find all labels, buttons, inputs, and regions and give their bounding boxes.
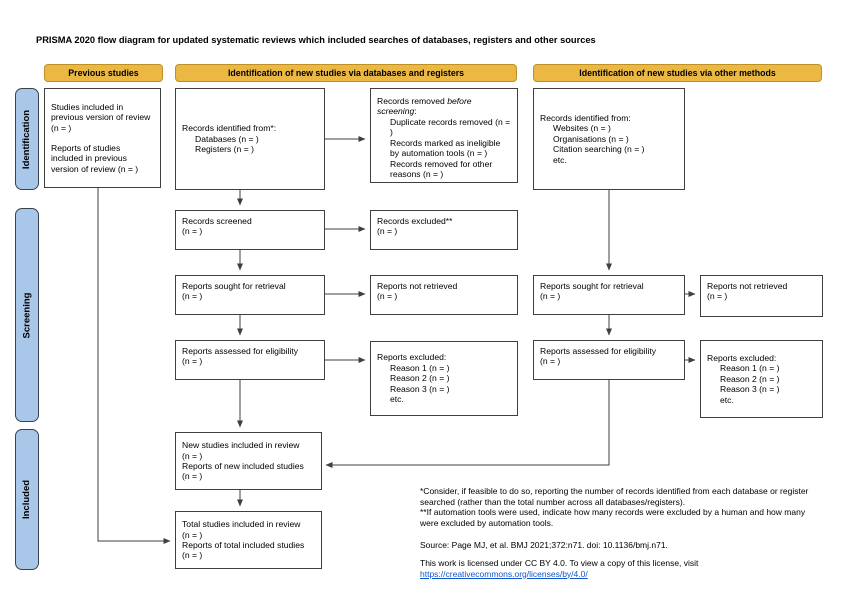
records-identified-other-item: Citation searching (n = ) [553, 144, 645, 155]
stage-label-identification: Identification [21, 109, 33, 169]
reports-sought-db-line1: Reports sought for retrieval [182, 281, 286, 291]
stage-bar-identification: Identification [15, 88, 39, 190]
records-identified-db-item: Registers (n = ) [195, 144, 254, 155]
previous-studies-text-1: Studies included in previous version of … [51, 101, 151, 133]
source-citation: Source: Page MJ, et al. BMJ 2021;372:n71… [420, 540, 668, 550]
arrow-previous-to-total [97, 188, 171, 544]
reports-excluded-db-item: Reason 2 (n = ) [390, 373, 450, 384]
arrow-other-assessed-to-new [325, 380, 610, 468]
spacer [51, 133, 154, 143]
reports-excluded-other-item: etc. [720, 394, 734, 405]
box-reports-not-retrieved-other: Reports not retrieved (n = ) [700, 275, 823, 317]
reports-assessed-db-line1: Reports assessed for eligibility [182, 346, 299, 356]
records-removed-item: Duplicate records removed (n = ) [390, 116, 511, 138]
box-reports-not-retrieved-db: Reports not retrieved (n = ) [370, 275, 518, 315]
reports-excluded-other-item: Reason 1 (n = ) [720, 363, 780, 374]
box-reports-sought-db: Reports sought for retrieval (n = ) [175, 275, 325, 315]
box-reports-sought-other: Reports sought for retrieval (n = ) [533, 275, 685, 315]
records-removed-title-post: : [414, 106, 417, 117]
reports-excluded-other-item: Reason 2 (n = ) [720, 373, 780, 384]
footnotes-block: *Consider, if feasible to do so, reporti… [420, 486, 825, 529]
header-databases-registers: Identification of new studies via databa… [175, 64, 517, 82]
box-records-identified-other: Records identified from: Websites (n = )… [533, 88, 685, 190]
reports-excluded-db-item: Reason 1 (n = ) [390, 362, 450, 373]
total-studies-line3: Reports of total included studies [182, 540, 305, 550]
previous-studies-text-2: Reports of studies included in previous … [51, 143, 139, 174]
box-records-removed: Records removed before screening: Duplic… [370, 88, 518, 183]
reports-sought-other-line2: (n = ) [540, 291, 561, 302]
reports-sought-db-line2: (n = ) [182, 291, 203, 302]
records-excluded-line2: (n = ) [377, 226, 398, 237]
box-reports-excluded-db: Reports excluded: Reason 1 (n = ) Reason… [370, 341, 518, 416]
records-screened-line1: Records screened [182, 216, 252, 226]
records-removed-item: Records marked as ineligible by automati… [390, 137, 501, 159]
reports-not-retrieved-other-line2: (n = ) [707, 291, 728, 302]
new-studies-line1: New studies included in review [182, 440, 300, 451]
header-other-methods: Identification of new studies via other … [533, 64, 822, 82]
new-studies-line4: (n = ) [182, 471, 203, 482]
box-records-screened: Records screened (n = ) [175, 210, 325, 250]
records-removed-title: Records removed before screening: [377, 96, 511, 117]
box-records-identified-db: Records identified from*: Databases (n =… [175, 88, 325, 190]
license-paragraph: This work is licensed under CC BY 4.0. T… [420, 558, 825, 579]
stage-bar-screening: Screening [15, 208, 39, 422]
records-identified-other-item: etc. [553, 154, 567, 165]
license-text: This work is licensed under CC BY 4.0. T… [420, 558, 699, 568]
total-studies-line2: (n = ) [182, 529, 203, 540]
reports-not-retrieved-db-line1: Reports not retrieved [377, 281, 458, 291]
stage-label-included: Included [21, 479, 33, 520]
reports-excluded-db-title: Reports excluded: [377, 352, 447, 363]
records-identified-db-item: Databases (n = ) [195, 133, 259, 144]
reports-assessed-other-line2: (n = ) [540, 356, 561, 367]
new-studies-line2: (n = ) [182, 450, 203, 461]
reports-excluded-db-item: etc. [390, 394, 404, 405]
reports-excluded-other-title: Reports excluded: [707, 352, 777, 363]
box-reports-assessed-other: Reports assessed for eligibility (n = ) [533, 340, 685, 380]
stage-label-screening: Screening [21, 292, 33, 338]
reports-excluded-db-item: Reason 3 (n = ) [390, 383, 450, 394]
records-identified-other-title: Records identified from: [540, 112, 631, 123]
license-link[interactable]: https://creativecommons.org/licenses/by/… [420, 568, 588, 579]
diagram-title: PRISMA 2020 flow diagram for updated sys… [36, 35, 596, 45]
total-studies-line4: (n = ) [182, 550, 203, 561]
records-removed-item: Records removed for other reasons (n = ) [390, 158, 493, 180]
box-previous-studies: Studies included in previous version of … [44, 88, 161, 188]
records-screened-line2: (n = ) [182, 226, 203, 237]
reports-assessed-other-line1: Reports assessed for eligibility [540, 346, 657, 356]
header-previous-studies: Previous studies [44, 64, 163, 82]
records-identified-other-item: Organisations (n = ) [553, 133, 629, 144]
records-identified-db-title: Records identified from*: [182, 123, 277, 134]
reports-not-retrieved-db-line2: (n = ) [377, 291, 398, 302]
footnote-asterisk: *Consider, if feasible to do so, reporti… [420, 486, 809, 507]
box-records-excluded: Records excluded** (n = ) [370, 210, 518, 250]
box-reports-excluded-other: Reports excluded: Reason 1 (n = ) Reason… [700, 340, 823, 418]
box-new-studies: New studies included in review (n = ) Re… [175, 432, 322, 490]
total-studies-line1: Total studies included in review [182, 519, 301, 530]
stage-bar-included: Included [15, 429, 39, 570]
new-studies-line3: Reports of new included studies [182, 461, 304, 471]
footnote-double-asterisk: **If automation tools were used, indicat… [420, 507, 806, 528]
reports-sought-other-line1: Reports sought for retrieval [540, 281, 644, 291]
records-excluded-line1: Records excluded** [377, 216, 453, 226]
box-reports-assessed-db: Reports assessed for eligibility (n = ) [175, 340, 325, 380]
records-removed-title-italic: before screening [377, 96, 472, 117]
reports-assessed-db-line2: (n = ) [182, 356, 203, 367]
reports-not-retrieved-other-line1: Reports not retrieved [707, 281, 788, 291]
records-identified-other-item: Websites (n = ) [553, 123, 611, 134]
reports-excluded-other-item: Reason 3 (n = ) [720, 384, 780, 395]
records-removed-title-pre: Records removed [377, 96, 448, 106]
arrow-lines [97, 136, 696, 544]
box-total-studies: Total studies included in review (n = ) … [175, 511, 322, 569]
